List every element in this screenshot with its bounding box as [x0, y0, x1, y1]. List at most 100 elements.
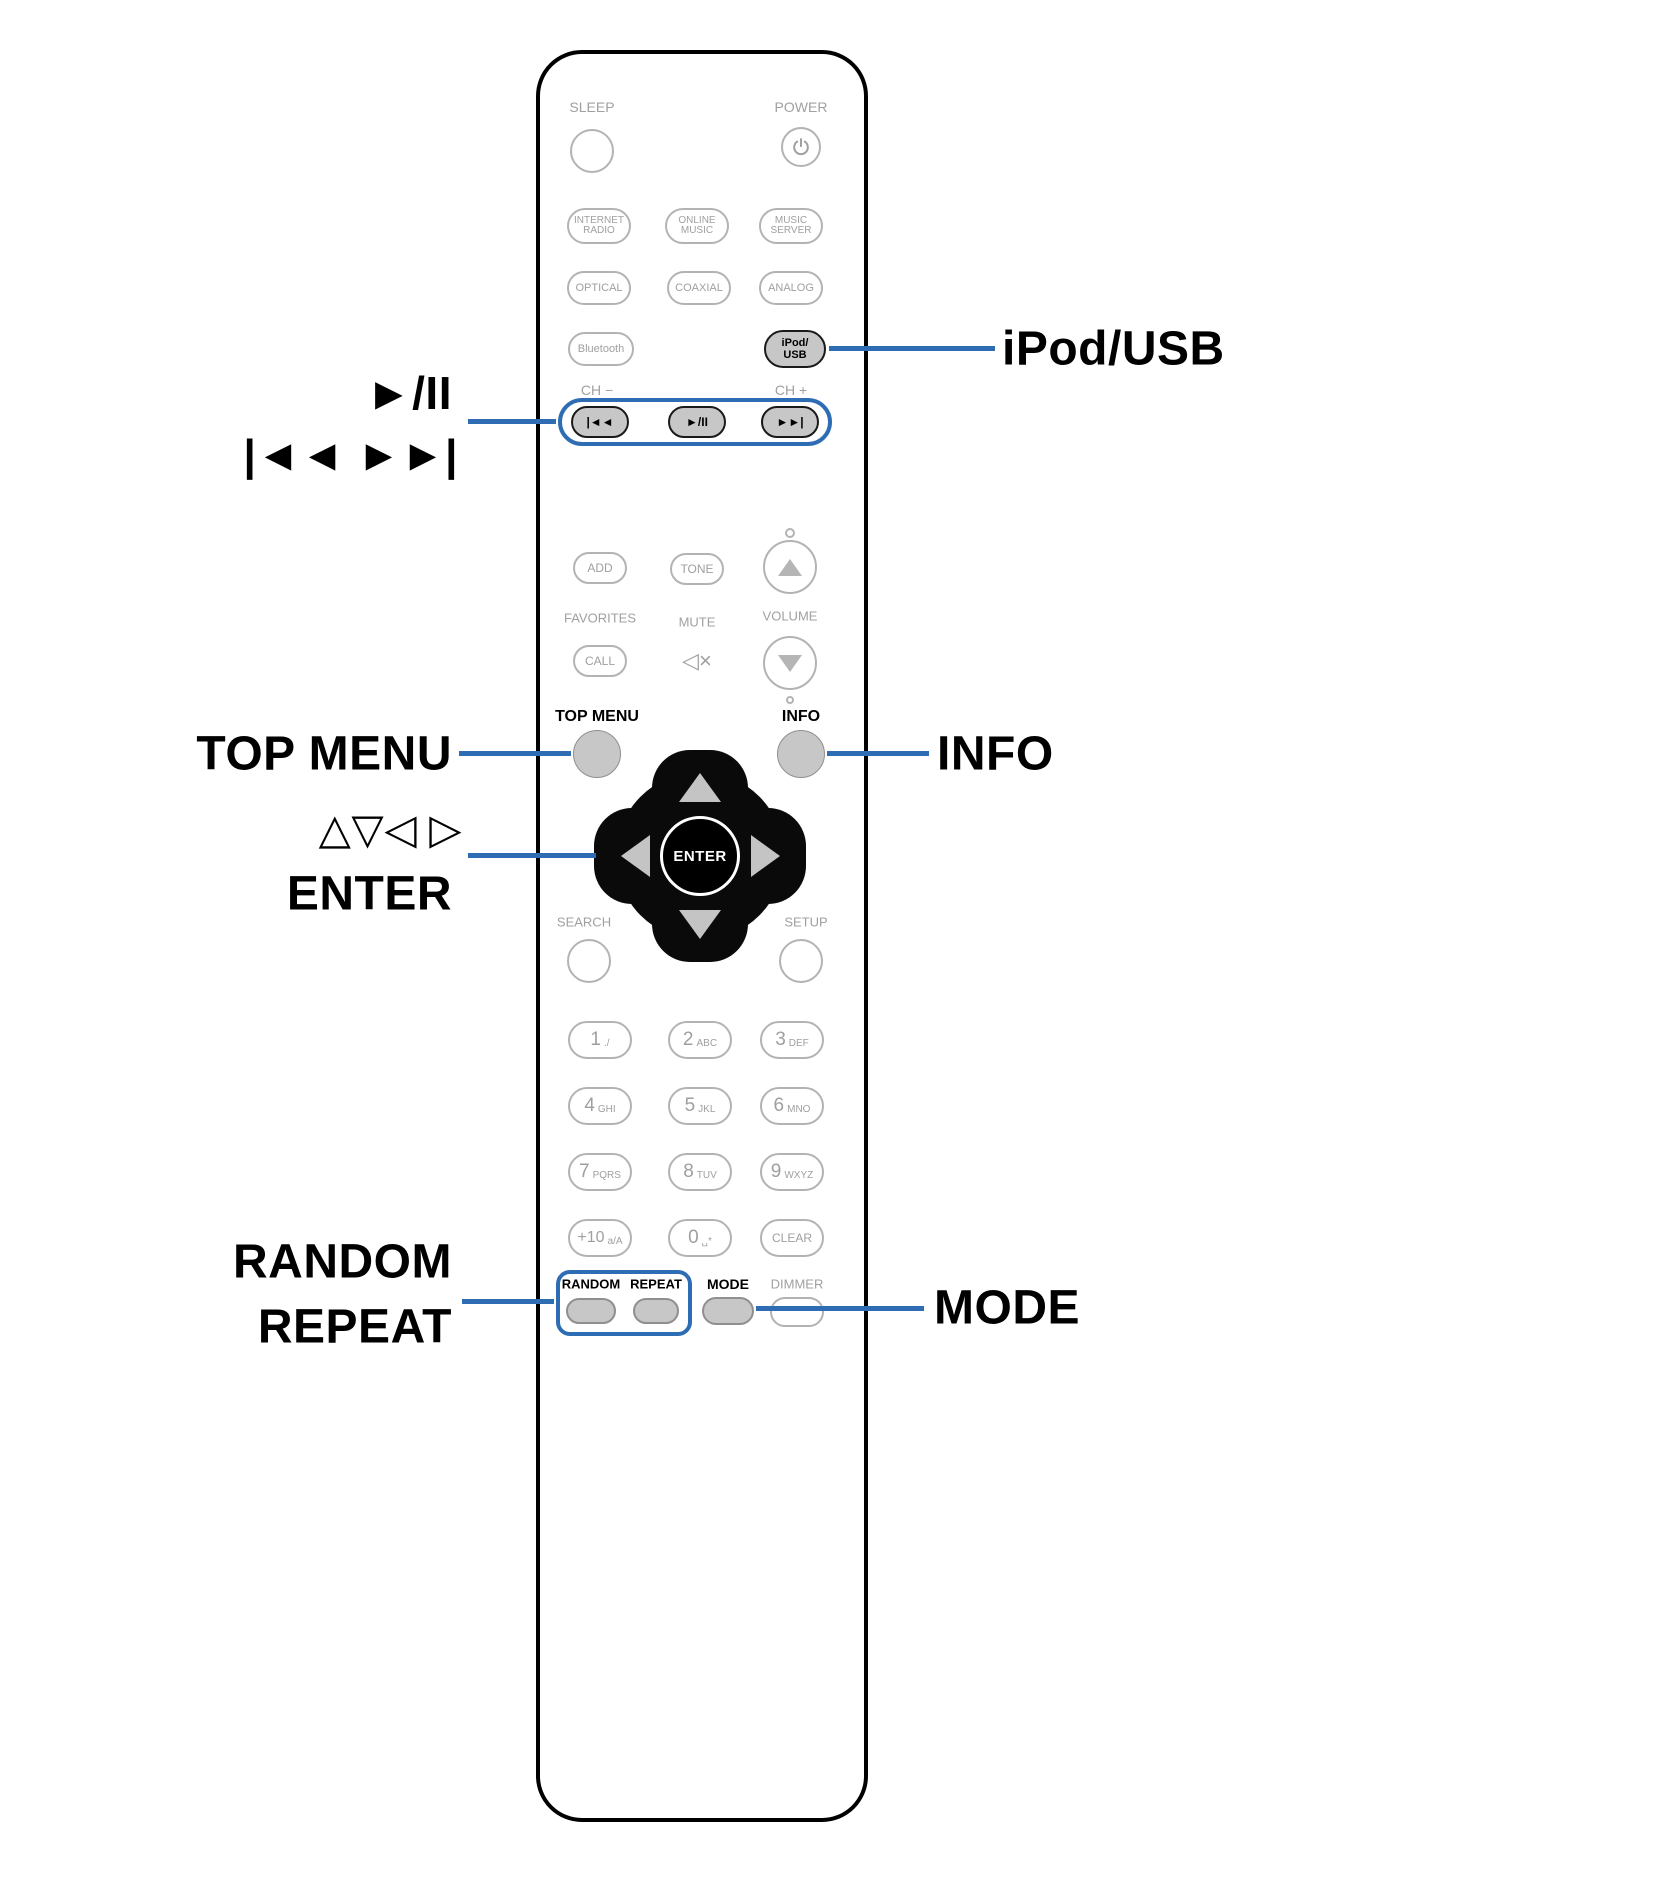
key-5-button[interactable]: 5 JKL [668, 1087, 732, 1125]
info-button-label: INFO [781, 708, 821, 725]
callout-line-ipod-usb [829, 346, 995, 351]
key-6-letters: MNO [787, 1104, 811, 1115]
add-button[interactable]: ADD [573, 552, 627, 584]
skip-back-button[interactable]: |◄◄ [571, 406, 629, 438]
key-8-letters: TUV [696, 1170, 717, 1181]
analog-button[interactable]: ANALOG [759, 271, 823, 305]
skip-back-icon: |◄◄ [586, 415, 614, 429]
key-1-digit: 1 [590, 1029, 601, 1050]
music-server-label-1: MUSIC [774, 214, 808, 226]
key-0-digit: 0 [688, 1227, 699, 1248]
callout-line-random-repeat [462, 1299, 554, 1304]
key-1-letters: ./ [604, 1038, 610, 1049]
volume-down-marker [786, 696, 794, 704]
volume-up-icon [778, 558, 802, 576]
internet-radio-label-1: INTERNET [574, 214, 624, 226]
key-8-digit: 8 [683, 1161, 694, 1182]
online-music-button[interactable]: ONLINE MUSIC [665, 208, 729, 244]
online-music-label-2: MUSIC [680, 225, 714, 236]
mute-icon[interactable]: ◁× [682, 648, 712, 673]
key-3-digit: 3 [775, 1029, 786, 1050]
callout-line-enter [468, 853, 596, 858]
key-6-button[interactable]: 6 MNO [760, 1087, 824, 1125]
callout-cursor: △▽◁ ▷ [318, 805, 462, 853]
repeat-button-label: REPEAT [630, 1276, 682, 1292]
key-plus10-letters: a/A [607, 1236, 623, 1247]
key-1-button[interactable]: 1 ./ [568, 1021, 632, 1059]
cursor-up-button[interactable] [679, 773, 721, 802]
key-plus10-button[interactable]: +10 a/A [568, 1219, 632, 1257]
top-menu-button[interactable] [573, 730, 621, 778]
tone-button[interactable]: TONE [670, 553, 724, 585]
key-6-digit: 6 [773, 1095, 785, 1116]
cursor-right-button[interactable] [751, 835, 780, 877]
online-music-label-1: ONLINE [678, 214, 716, 226]
sleep-label: SLEEP [569, 99, 615, 115]
key-3-button[interactable]: 3 DEF [760, 1021, 824, 1059]
clear-button[interactable]: CLEAR [760, 1219, 824, 1257]
music-server-label-2: SERVER [770, 225, 812, 236]
dimmer-button[interactable] [770, 1297, 824, 1327]
setup-label: SETUP [784, 914, 828, 930]
random-repeat-group-highlight [556, 1270, 692, 1336]
key-9-letters: WXYZ [784, 1170, 814, 1181]
top-menu-button-label: TOP MENU [555, 708, 639, 725]
volume-up-button[interactable] [763, 540, 817, 594]
power-label: POWER [774, 99, 828, 115]
call-button[interactable]: CALL [573, 645, 627, 677]
ch-minus-label: CH − [580, 382, 614, 398]
callout-skip: |◄◄ ►►| [243, 431, 458, 480]
key-9-digit: 9 [770, 1161, 782, 1182]
mode-button[interactable] [702, 1297, 754, 1325]
skip-forward-icon: ►►| [776, 415, 804, 429]
bluetooth-button[interactable]: Bluetooth [568, 332, 634, 366]
skip-forward-button[interactable]: ►►| [761, 406, 819, 438]
sleep-button[interactable] [570, 129, 614, 173]
key-4-digit: 4 [584, 1095, 595, 1116]
info-button[interactable] [777, 730, 825, 778]
ipod-usb-button[interactable]: iPod/ USB [764, 330, 826, 368]
repeat-button[interactable] [633, 1298, 679, 1324]
play-pause-button[interactable]: ►/II [668, 406, 726, 438]
key-5-letters: JKL [698, 1104, 716, 1115]
cursor-left-button[interactable] [621, 835, 650, 877]
key-2-button[interactable]: 2 ABC [668, 1021, 732, 1059]
callout-line-transport [468, 419, 556, 424]
favorites-label: FAVORITES [564, 610, 636, 626]
key-4-letters: GHI [597, 1104, 616, 1115]
internet-radio-button[interactable]: INTERNET RADIO [567, 208, 631, 244]
volume-up-marker [785, 528, 795, 538]
key-0-button[interactable]: 0 ␣* [668, 1219, 732, 1257]
callout-enter: ENTER [286, 867, 452, 921]
key-9-button[interactable]: 9 WXYZ [760, 1153, 824, 1191]
cursor-down-button[interactable] [679, 910, 721, 939]
callout-info: INFO [937, 727, 1054, 781]
mute-label: MUTE [678, 614, 716, 630]
optical-button[interactable]: OPTICAL [567, 271, 631, 305]
music-server-button[interactable]: MUSIC SERVER [759, 208, 823, 244]
key-7-button[interactable]: 7 PQRS [568, 1153, 632, 1191]
volume-down-button[interactable] [763, 636, 817, 690]
enter-button[interactable]: ENTER [660, 816, 740, 896]
coaxial-button[interactable]: COAXIAL [667, 271, 731, 305]
callout-line-mode [756, 1306, 924, 1311]
ipod-usb-button-label-2: USB [783, 349, 807, 361]
ipod-usb-button-label-1: iPod/ [781, 337, 809, 349]
key-4-button[interactable]: 4 GHI [568, 1087, 632, 1125]
random-button[interactable] [566, 1298, 616, 1324]
ch-plus-label: CH + [774, 382, 808, 398]
volume-label: VOLUME [762, 608, 818, 624]
key-7-digit: 7 [579, 1161, 590, 1182]
power-button[interactable] [781, 127, 821, 167]
key-8-button[interactable]: 8 TUV [668, 1153, 732, 1191]
mode-button-label: MODE [707, 1276, 749, 1292]
play-pause-icon: ►/II [686, 415, 708, 429]
search-button[interactable] [567, 939, 611, 983]
power-icon [793, 138, 809, 156]
key-3-letters: DEF [788, 1038, 809, 1049]
key-2-digit: 2 [682, 1029, 694, 1050]
key-2-letters: ABC [696, 1038, 718, 1049]
key-plus10-digit: +10 [577, 1229, 605, 1246]
random-button-label: RANDOM [561, 1276, 621, 1292]
setup-button[interactable] [779, 939, 823, 983]
